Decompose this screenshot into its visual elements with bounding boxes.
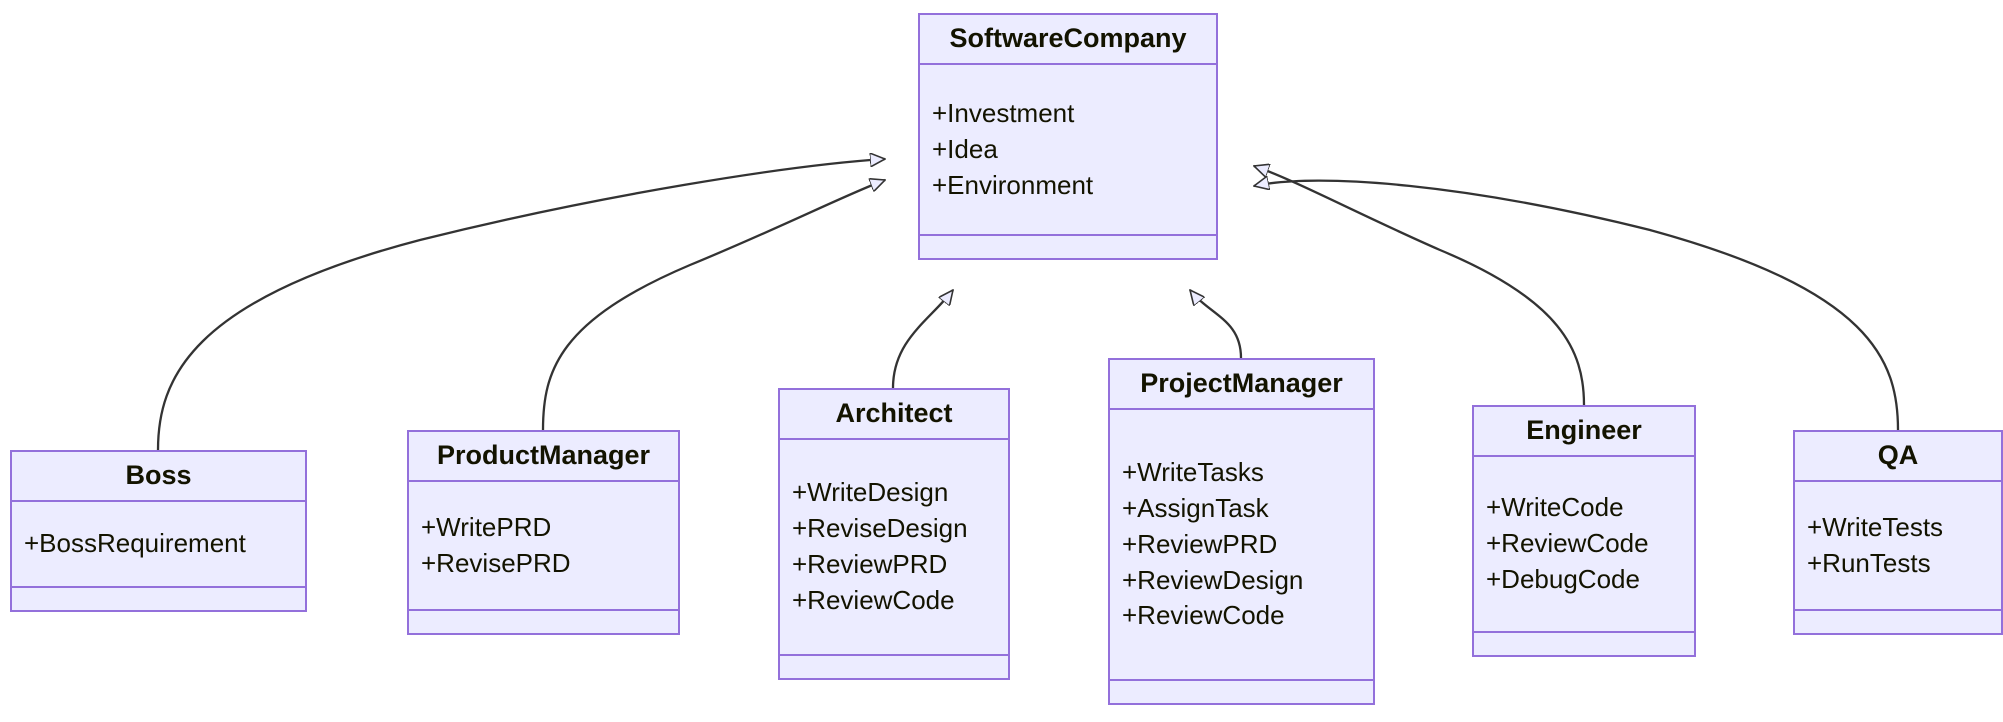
class-title: QA (1795, 432, 2001, 483)
class-methods (409, 611, 678, 633)
class-attributes: +WriteCode +ReviewCode +DebugCode (1474, 457, 1694, 633)
uml-class-boss[interactable]: Boss +BossRequirement (10, 450, 307, 612)
class-attributes: +BossRequirement (12, 502, 305, 588)
class-attribute: +WriteCode (1486, 492, 1624, 523)
class-attribute: +ReviewPRD (1122, 528, 1278, 559)
class-attribute: +BossRequirement (24, 528, 246, 559)
class-title: Architect (780, 390, 1008, 441)
class-attribute: +ReviewPRD (792, 549, 948, 580)
class-title: Boss (12, 452, 305, 503)
class-attributes: +WritePRD +RevisePRD (409, 482, 678, 611)
class-methods (920, 236, 1216, 258)
class-title: SoftwareCompany (920, 15, 1216, 66)
class-methods (12, 588, 305, 610)
class-attribute: +Environment (932, 169, 1094, 200)
class-attribute: +DebugCode (1486, 564, 1640, 595)
class-attribute: +ReviewCode (792, 585, 955, 616)
class-attribute: +WriteTasks (1122, 456, 1264, 487)
class-methods (1474, 633, 1694, 655)
class-attributes: +WriteDesign +ReviseDesign +ReviewPRD +R… (780, 440, 1008, 656)
class-attribute: +ReviewCode (1486, 528, 1649, 559)
uml-class-projectmanager[interactable]: ProjectManager +WriteTasks +AssignTask +… (1108, 358, 1375, 705)
class-methods (1795, 611, 2001, 633)
uml-class-architect[interactable]: Architect +WriteDesign +ReviseDesign +Re… (778, 388, 1010, 680)
edge-projectmanager-to-softwarecompany (1190, 290, 1243, 359)
class-title: ProductManager (409, 432, 678, 483)
class-title: Engineer (1474, 407, 1694, 458)
class-attribute: +ReviseDesign (792, 513, 968, 544)
class-attribute: +AssignTask (1122, 492, 1269, 523)
class-attribute: +RevisePRD (421, 547, 571, 578)
class-attribute: +Idea (932, 133, 998, 164)
edge-boss-to-softwarecompany (156, 159, 885, 451)
class-methods (1110, 681, 1373, 703)
class-attributes: +WriteTests +RunTests (1795, 482, 2001, 611)
class-attribute: +WriteDesign (792, 477, 949, 508)
class-methods (780, 656, 1008, 678)
class-attributes: +WriteTasks +AssignTask +ReviewPRD +Revi… (1110, 410, 1373, 681)
uml-class-productmanager[interactable]: ProductManager +WritePRD +RevisePRD (407, 430, 680, 635)
uml-class-softwarecompany[interactable]: SoftwareCompany +Investment +Idea +Envir… (918, 13, 1218, 260)
class-attribute: +RunTests (1807, 547, 1931, 578)
class-attribute: +WritePRD (421, 511, 552, 542)
class-attribute: +ReviewDesign (1122, 564, 1304, 595)
uml-class-qa[interactable]: QA +WriteTests +RunTests (1793, 430, 2003, 635)
edge-architect-to-softwarecompany (891, 290, 953, 389)
class-attribute: +Investment (932, 97, 1075, 128)
uml-class-engineer[interactable]: Engineer +WriteCode +ReviewCode +DebugCo… (1472, 405, 1696, 657)
class-title: ProjectManager (1110, 360, 1373, 411)
class-attribute: +ReviewCode (1122, 600, 1285, 631)
class-attribute: +WriteTests (1807, 511, 1944, 542)
class-attributes: +Investment +Idea +Environment (920, 65, 1216, 236)
